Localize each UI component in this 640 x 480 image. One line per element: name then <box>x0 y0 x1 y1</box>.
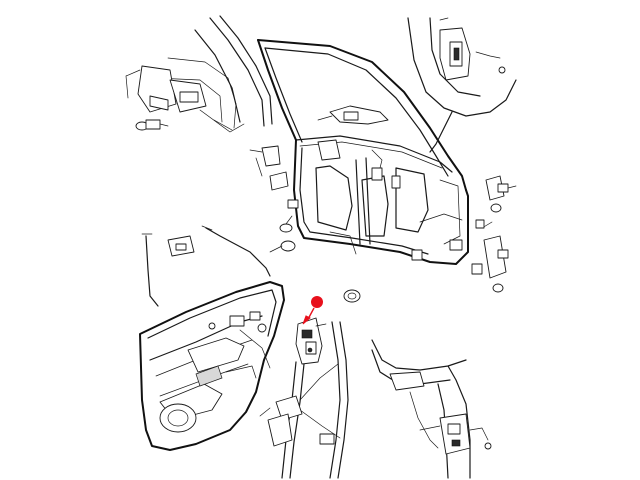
door-hinge-upper <box>485 175 517 213</box>
callout-marker <box>302 296 323 325</box>
loose-fasteners-left <box>249 145 299 253</box>
marker-dot <box>311 296 323 308</box>
door-shell <box>257 39 469 265</box>
window-regulator <box>259 321 349 479</box>
door-trim-panel <box>139 281 285 451</box>
outside-handle-detail <box>371 339 492 479</box>
inset-detail-striker <box>407 17 517 153</box>
door-latch-actuator <box>295 317 327 365</box>
grommet-part <box>343 289 361 303</box>
door-hinge-lower <box>471 219 509 293</box>
door-frame-inner-detail <box>125 15 273 133</box>
lock-rod-and-clip <box>141 225 271 307</box>
marker-arrow-head <box>302 315 311 325</box>
